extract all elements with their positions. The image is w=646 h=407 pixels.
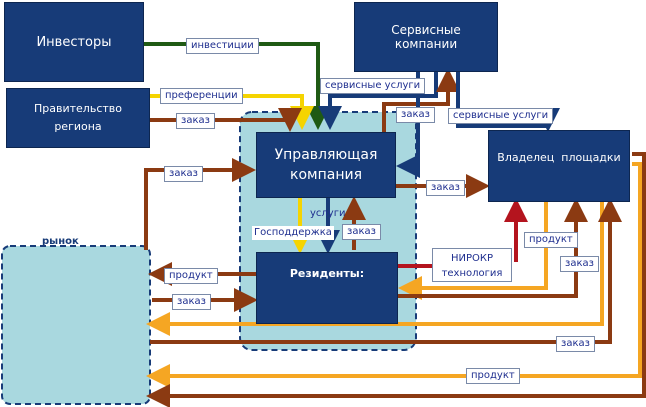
arrow-owner-product [398,202,548,300]
label-service-services-right: сервисные услуги [448,108,554,124]
residents-label: Резиденты: [289,267,365,280]
label-investments: инвестиции [186,38,259,54]
management-company-box: Управляющая компания [256,132,396,198]
label-order-right: заказ [560,256,599,272]
label-order-residents: заказ [342,224,381,240]
label-product-bottom: продукт [466,368,520,384]
label-service-services-top: сервисные услуги [320,78,426,94]
arrow-owner-product-bottom [146,162,642,388]
arrow-market-bottom [146,152,646,407]
arrow-owner-product-market [146,202,604,336]
niokr-box: НИРОКР технология [432,248,512,282]
label-services: услуги [310,208,346,219]
service-companies-box: Сервисные компании [354,2,498,72]
label-order-gov: заказ [176,113,215,129]
label-preferences: преференции [160,88,243,104]
label-state-support: Господдержка [252,226,334,240]
residents-box: Резиденты: [256,252,398,324]
site-owner-label: Владелец площадки [497,151,621,164]
label-product-market: продукт [164,268,218,284]
label-order-to-owner: заказ [426,180,465,196]
label-order-market-top: заказ [164,166,203,182]
arrow-order-market-top [144,158,256,250]
label-product-right: продукт [524,232,578,248]
label-order-market: заказ [172,294,211,310]
arrow-service-services-right [396,72,420,178]
label-order-service: заказ [396,107,435,123]
arrow-market-order-owner [150,198,622,344]
government-box: Правительство региона [6,88,150,148]
label-order-bottom: заказ [556,336,595,352]
government-label: Правительство региона [34,102,122,133]
investors-label: Инвесторы [36,34,112,50]
market-zone [1,245,151,405]
investors-box: Инвесторы [4,2,144,82]
management-company-label: Управляющая компания [274,147,378,183]
service-companies-label: Сервисные компании [391,23,461,51]
site-owner-box: Владелец площадки [488,130,630,202]
market-label: рынок [42,236,79,247]
niokr-label: НИРОКР технология [441,253,503,279]
arrow-service-to-owner [456,72,560,132]
